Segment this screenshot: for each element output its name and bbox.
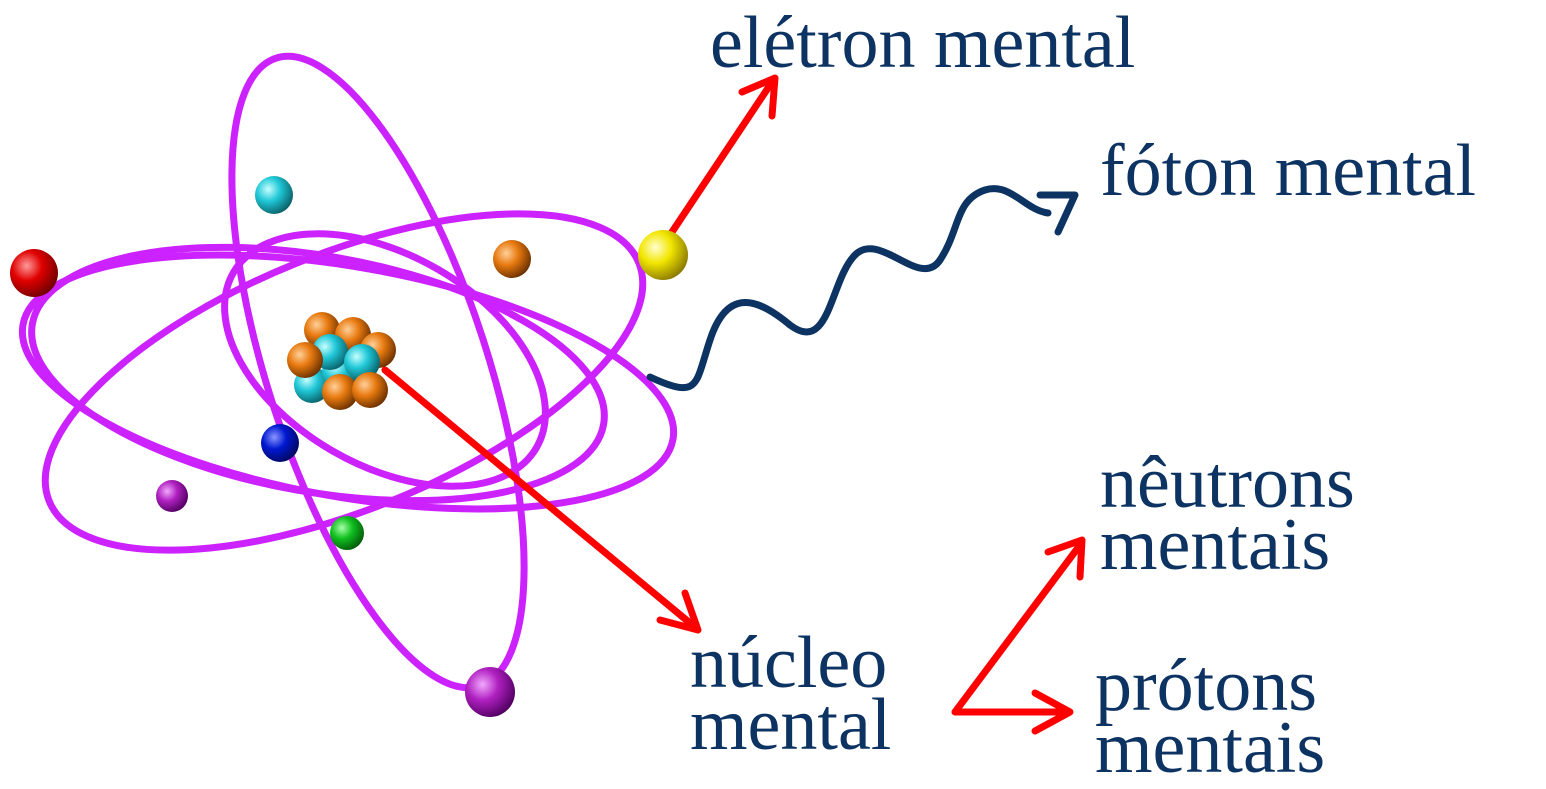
branch-arrow-shaft — [951, 541, 1084, 716]
orbit-4 — [228, 52, 528, 692]
nucleus-label: núcleo mental — [690, 622, 892, 766]
orbit-5 — [221, 230, 549, 490]
neutrons-label-line-1: nêutrons — [1100, 442, 1355, 524]
nucleon-orange — [352, 372, 388, 408]
neutrons-arrowhead — [1044, 536, 1086, 581]
blue-electron — [261, 424, 299, 462]
orbit-2 — [41, 210, 647, 554]
photon-wave — [646, 185, 1052, 392]
protons-label-line-2: mentais — [1095, 707, 1326, 789]
orbit-3 — [18, 251, 678, 513]
neutrons-label: nêutrons mentais — [1100, 442, 1355, 586]
protons-label: prótons mentais — [1095, 645, 1326, 789]
magenta-electron-small — [156, 480, 188, 512]
nucleus-label-line-2: mental — [690, 684, 892, 766]
nucleus-cluster — [287, 312, 396, 410]
orange-electron — [493, 240, 531, 278]
protons-arrowhead — [1031, 689, 1074, 735]
electron-arrow-shaft — [668, 78, 776, 236]
nucleus-label-line-1: núcleo — [690, 622, 888, 704]
photon-arrowhead — [1036, 191, 1079, 236]
cyan-electron — [255, 176, 293, 214]
red-arrows — [381, 74, 1086, 735]
magenta-electron-large — [465, 667, 515, 717]
nucleus-arrow-shaft — [381, 366, 700, 632]
electrons — [10, 176, 688, 717]
nucleus-arrowhead — [656, 589, 702, 634]
protons-label-line-1: prótons — [1095, 645, 1317, 727]
nucleon-cyan — [344, 344, 380, 380]
photon-label: fóton mental — [1100, 130, 1477, 212]
green-electron — [330, 516, 364, 550]
electron-label: elétron mental — [710, 2, 1136, 84]
red-electron — [10, 249, 58, 297]
nucleon-orange — [322, 374, 358, 410]
electron-arrowhead — [738, 74, 779, 120]
nucleon-orange — [287, 342, 323, 378]
neutrons-label-line-2: mentais — [1100, 504, 1331, 586]
yellow-electron — [638, 230, 688, 280]
